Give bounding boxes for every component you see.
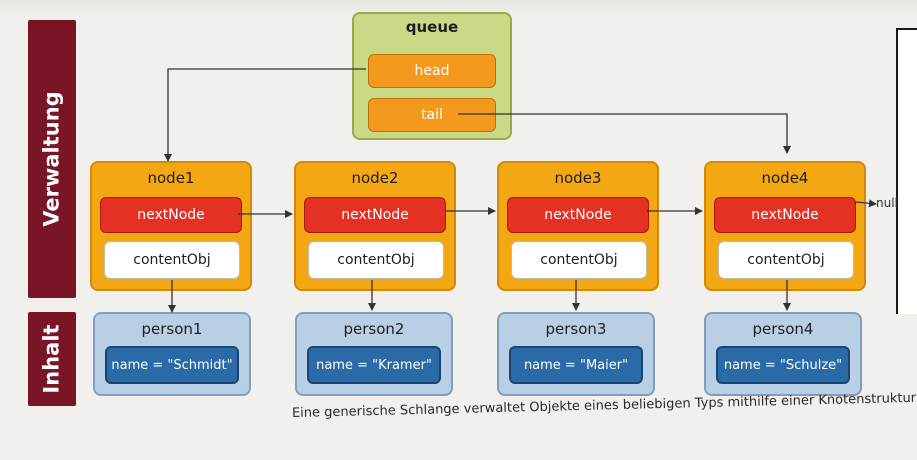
next-node-field: nextNode xyxy=(507,197,649,233)
name-field: name = "Schulze" xyxy=(716,346,850,384)
person-title: person3 xyxy=(545,320,607,338)
adjacent-page-card xyxy=(896,28,917,314)
name-field: name = "Maier" xyxy=(509,346,643,384)
person-title: person1 xyxy=(141,320,203,338)
node-box-4: node4 nextNode contentObj xyxy=(704,161,866,291)
person-box-1: person1 name = "Schmidt" xyxy=(93,312,251,396)
next-node-field: nextNode xyxy=(304,197,446,233)
content-obj-field: contentObj xyxy=(511,241,647,279)
content-obj-field: contentObj xyxy=(718,241,854,279)
node-title: node3 xyxy=(554,169,602,187)
node-box-2: node2 nextNode contentObj xyxy=(294,161,456,291)
head-arrow xyxy=(164,68,366,162)
content-label: Inhalt xyxy=(28,312,76,406)
null-label: null xyxy=(876,196,898,210)
person-title: person2 xyxy=(343,320,405,338)
node-title: node1 xyxy=(147,169,195,187)
tail-arrow xyxy=(458,113,791,154)
person-box-2: person2 name = "Kramer" xyxy=(295,312,453,396)
person-box-3: person3 name = "Maier" xyxy=(497,312,655,396)
queue-box: queue head tail xyxy=(352,12,512,140)
content-obj-field: contentObj xyxy=(308,241,444,279)
next-arrow-4 xyxy=(855,199,877,208)
next-node-field: nextNode xyxy=(100,197,242,233)
content-obj-field: contentObj xyxy=(104,241,240,279)
next-node-field: nextNode xyxy=(714,197,856,233)
person-title: person4 xyxy=(752,320,814,338)
management-label: Verwaltung xyxy=(28,20,76,298)
node-box-1: node1 nextNode contentObj xyxy=(90,161,252,291)
node-title: node4 xyxy=(761,169,809,187)
name-field: name = "Schmidt" xyxy=(105,346,239,384)
person-box-4: person4 name = "Schulze" xyxy=(704,312,862,396)
node-box-3: node3 nextNode contentObj xyxy=(497,161,659,291)
queue-title: queue xyxy=(405,18,459,36)
tail-field: tail xyxy=(368,98,496,132)
node-title: node2 xyxy=(351,169,399,187)
page-top-edge xyxy=(0,0,917,18)
head-field: head xyxy=(368,54,496,88)
name-field: name = "Kramer" xyxy=(307,346,441,384)
